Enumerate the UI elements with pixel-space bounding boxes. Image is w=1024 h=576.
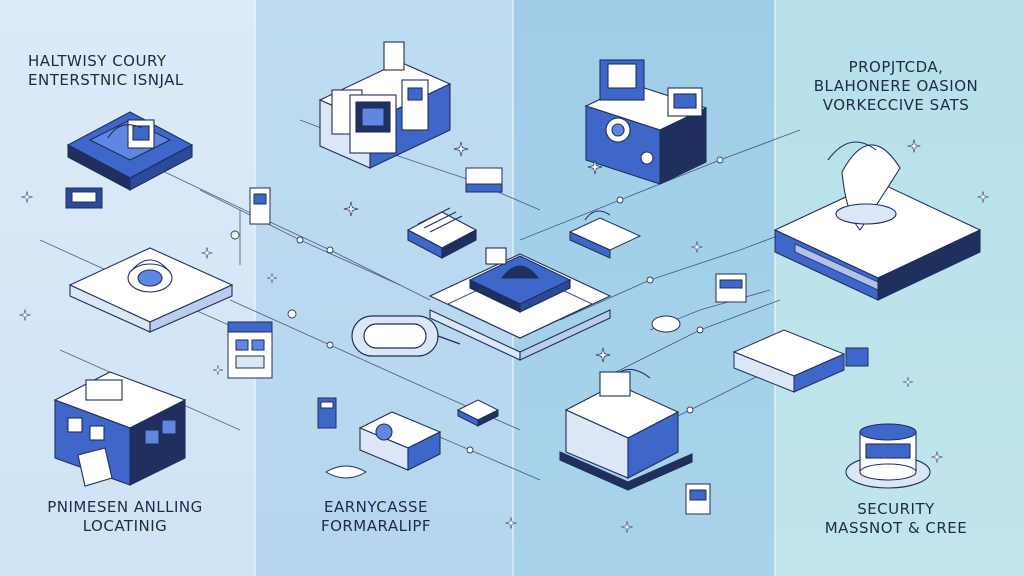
camera-device-icon: [358, 411, 442, 471]
console-panel-icon: [732, 329, 846, 393]
phone-stand-icon: [568, 210, 642, 259]
monitor-device-icon: [318, 41, 452, 169]
small-cube-icon: [845, 347, 869, 367]
caption-line: PROPJTCDA,: [848, 58, 944, 76]
caption-top-left: HALTWISY COURY ENTERSTNIC ISNJAL: [28, 52, 184, 90]
caption-line: ENTERSTNIC ISNJAL: [28, 71, 184, 89]
router-box-icon: [65, 187, 103, 209]
caption-line: EARNYCASSE: [324, 498, 428, 516]
central-hub-icon: [428, 247, 612, 361]
caption-line: HALTWISY COURY: [28, 52, 167, 70]
desktop-unit-icon: [685, 483, 711, 515]
platform-slab-icon: [68, 247, 234, 333]
small-device-icon: [249, 187, 271, 225]
network-switch-icon: [715, 273, 747, 303]
shredder-icon: [406, 207, 478, 259]
panel-divider: [774, 0, 776, 576]
machine-block-icon: [584, 59, 708, 185]
security-cylinder-icon: [845, 423, 931, 489]
server-tower-icon: [559, 368, 693, 491]
tray-box-icon: [465, 167, 503, 193]
caption-line: MASSNOT & CREE: [824, 519, 968, 537]
caption-line: LOCATINIG: [82, 517, 168, 535]
caption-line: BLAHONERE OASION: [813, 77, 979, 95]
office-building-icon: [53, 371, 187, 487]
caption-top-right: PROPJTCDA, BLAHONERE OASION VORKECCIVE S…: [784, 58, 1008, 115]
cable-roll-icon: [351, 315, 461, 357]
leaf-icon: [325, 465, 367, 479]
caption-bottom-4: SECURITY MASSNOT & CREE: [790, 500, 1002, 538]
phone-handset-icon: [773, 141, 982, 301]
caption-line: FORMARALIPF: [320, 517, 432, 535]
mini-server-icon: [317, 397, 337, 429]
caption-line: PNIMESEN ANLLING: [47, 498, 203, 516]
server-platform-icon: [66, 111, 194, 191]
panel-divider: [254, 0, 256, 576]
caption-bottom-1: PNIMESEN ANLLING LOCATINIG: [6, 498, 244, 536]
flat-box-icon: [456, 399, 500, 427]
caption-line: VORKECCIVE SATS: [822, 96, 970, 114]
caption-line: SECURITY: [857, 500, 935, 518]
caption-bottom-2: EARNYCASSE FORMARALIPF: [276, 498, 476, 536]
mouse-device-icon: [651, 315, 681, 333]
control-tower-icon: [227, 321, 273, 379]
